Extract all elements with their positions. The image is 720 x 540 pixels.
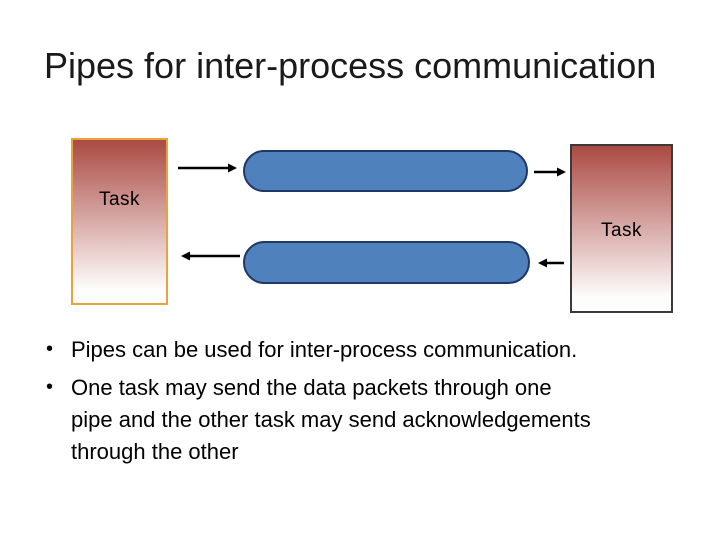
slide-title: Pipes for inter-process communication: [44, 45, 657, 86]
bullet-text-line: pipe and the other task may send acknowl…: [71, 407, 591, 432]
task-box-left: Task: [71, 138, 168, 305]
bullet-marker: •: [46, 338, 54, 360]
task-box-right: Task: [570, 144, 673, 313]
bullet-text-line: One task may send the data packets throu…: [71, 375, 552, 400]
bullet-item: • Pipes can be used for inter-process co…: [44, 334, 644, 366]
pipe-bottom: [243, 241, 530, 284]
task-left-label: Task: [98, 189, 141, 210]
pipe-top: [243, 150, 528, 192]
bullet-text-line: through the other: [71, 439, 239, 464]
bullet-text: Pipes can be used for inter-process comm…: [71, 337, 578, 362]
bullet-item: • One task may send the data packets thr…: [44, 372, 644, 468]
task-right-label: Task: [600, 220, 643, 241]
bullet-marker: •: [46, 376, 54, 398]
bullet-list: • Pipes can be used for inter-process co…: [44, 334, 644, 468]
